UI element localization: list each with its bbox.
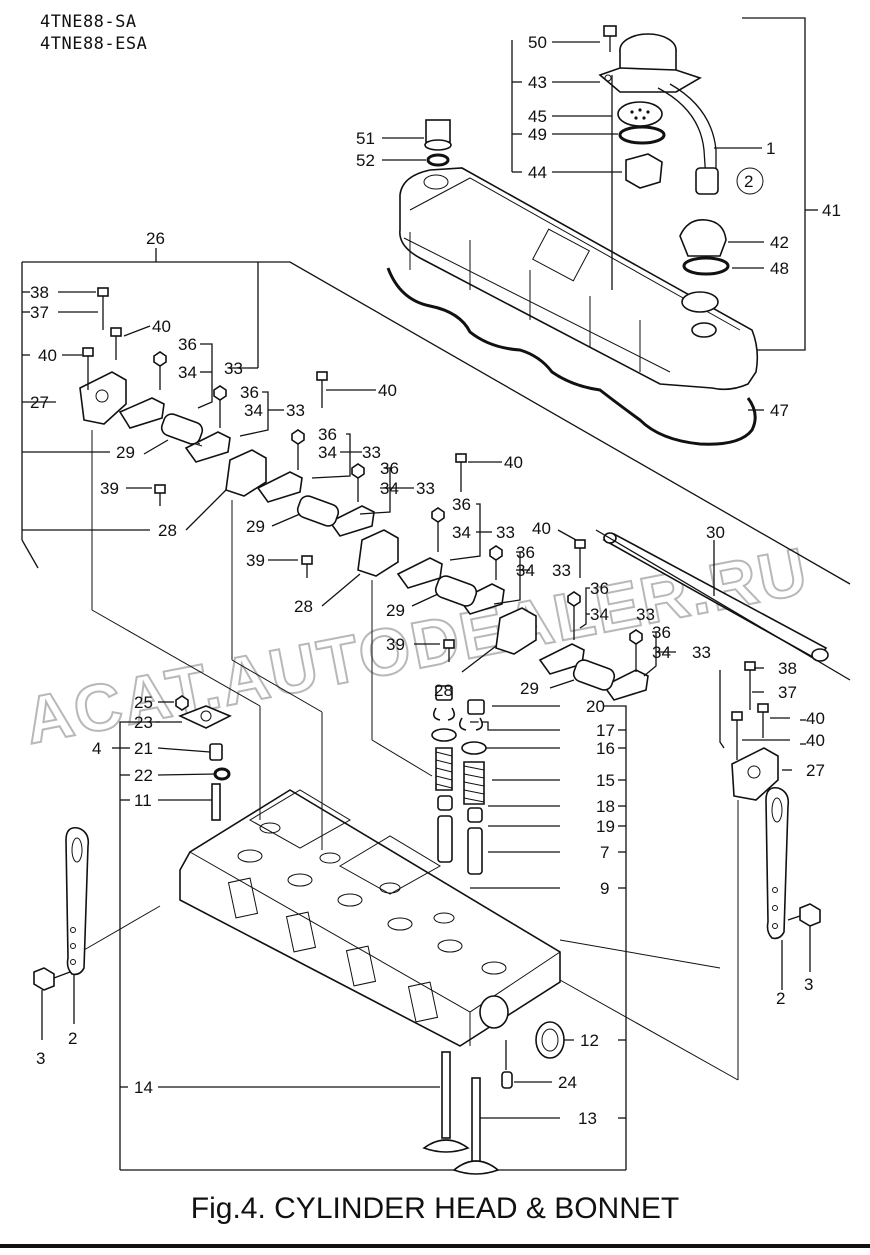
callout-2-circled: 2: [744, 172, 753, 191]
callout-34-d: 34: [380, 479, 399, 498]
callout-44: 44: [528, 163, 547, 182]
callout-23: 23: [134, 713, 153, 732]
callout-36-b: 36: [240, 383, 259, 402]
callout-51: 51: [356, 129, 375, 148]
callout-33-f: 33: [552, 561, 571, 580]
callout-36-f: 36: [516, 543, 535, 562]
callout-36-e: 36: [452, 495, 471, 514]
callout-33-h: 33: [692, 643, 711, 662]
model-label-1: 4TNE88-SA: [40, 12, 137, 32]
callout-40-e: 40: [532, 519, 551, 538]
callout-16: 16: [596, 739, 615, 758]
callout-34-e: 34: [452, 523, 471, 542]
bolt-group: [82, 287, 769, 760]
callout-3-right: 3: [804, 975, 813, 994]
bonnet-assembly: [382, 17, 818, 446]
callout-40-a: 40: [152, 317, 171, 336]
callout-43: 43: [528, 73, 547, 92]
callout-33-d: 33: [416, 479, 435, 498]
callout-labels: 50 43 45 49 44 51 52 1 2 41 42 48 47 26 …: [30, 33, 841, 1128]
callout-45: 45: [528, 107, 547, 126]
callout-4: 4: [92, 739, 101, 758]
callout-2-right: 2: [776, 989, 785, 1008]
callout-37-right: 37: [778, 683, 797, 702]
callout-37-left: 37: [30, 303, 49, 322]
callout-3-left: 3: [36, 1049, 45, 1068]
callout-34-h: 34: [652, 643, 671, 662]
callout-34-f: 34: [516, 561, 535, 580]
callout-49: 49: [528, 125, 547, 144]
callout-33-e: 33: [496, 523, 515, 542]
callout-30: 30: [706, 523, 725, 542]
callout-40-c: 40: [378, 381, 397, 400]
callout-1: 1: [766, 139, 775, 158]
callout-50: 50: [528, 33, 547, 52]
callout-33-c: 33: [362, 443, 381, 462]
callout-42: 42: [770, 233, 789, 252]
callout-34-a: 34: [178, 363, 197, 382]
callout-14: 14: [134, 1078, 153, 1097]
callout-48: 48: [770, 259, 789, 278]
callout-28-b: 28: [294, 597, 313, 616]
callout-9: 9: [600, 879, 609, 898]
callout-41: 41: [822, 201, 841, 220]
callout-34-c: 34: [318, 443, 337, 462]
callout-40-f: 40: [806, 709, 825, 728]
callout-33-b: 33: [286, 401, 305, 420]
callout-36-h: 36: [652, 623, 671, 642]
callout-36-d: 36: [380, 459, 399, 478]
cylinder-head-assembly: [33, 430, 821, 1175]
callout-27-left: 27: [30, 393, 49, 412]
callout-39-a: 39: [100, 479, 119, 498]
rocker-assembly-frame: [21, 248, 851, 801]
callout-40-d: 40: [504, 453, 523, 472]
callout-36-g: 36: [590, 579, 609, 598]
callout-11: 11: [134, 791, 152, 810]
callout-29-a: 29: [116, 443, 135, 462]
figure-caption: Fig.4. CYLINDER HEAD & BONNET: [190, 1192, 680, 1225]
callout-29-b: 29: [246, 517, 265, 536]
callout-39-c: 39: [386, 635, 405, 654]
callout-38-right: 38: [778, 659, 797, 678]
callout-36-a: 36: [178, 335, 197, 354]
callout-25: 25: [134, 693, 153, 712]
callout-38-left: 38: [30, 283, 49, 302]
callout-7: 7: [600, 843, 609, 862]
model-label-2: 4TNE88-ESA: [40, 34, 148, 54]
callout-13: 13: [578, 1109, 597, 1128]
callout-22: 22: [134, 766, 153, 785]
callout-26: 26: [146, 229, 165, 248]
callout-34-g: 34: [590, 605, 609, 624]
callout-19: 19: [596, 817, 615, 836]
callout-28-c: 28: [434, 681, 453, 700]
callout-21: 21: [134, 739, 153, 758]
callout-20: 20: [586, 697, 605, 716]
callout-34-b: 34: [244, 401, 263, 420]
callout-12: 12: [580, 1031, 599, 1050]
callout-33-g: 33: [636, 605, 655, 624]
callout-29-d: 29: [520, 679, 539, 698]
callout-47: 47: [770, 401, 789, 420]
callout-15: 15: [596, 771, 615, 790]
callout-36-c: 36: [318, 425, 337, 444]
callout-33-a: 33: [224, 359, 243, 378]
callout-28-a: 28: [158, 521, 177, 540]
callout-18: 18: [596, 797, 615, 816]
callout-2-left: 2: [68, 1029, 77, 1048]
callout-27-right: 27: [806, 761, 825, 780]
callout-17: 17: [596, 721, 615, 740]
callout-29-c: 29: [386, 601, 405, 620]
callout-40-g: 40: [806, 731, 825, 750]
callout-24: 24: [558, 1073, 577, 1092]
callout-39-b: 39: [246, 551, 265, 570]
callout-40-b: 40: [38, 346, 57, 365]
callout-52: 52: [356, 151, 375, 170]
